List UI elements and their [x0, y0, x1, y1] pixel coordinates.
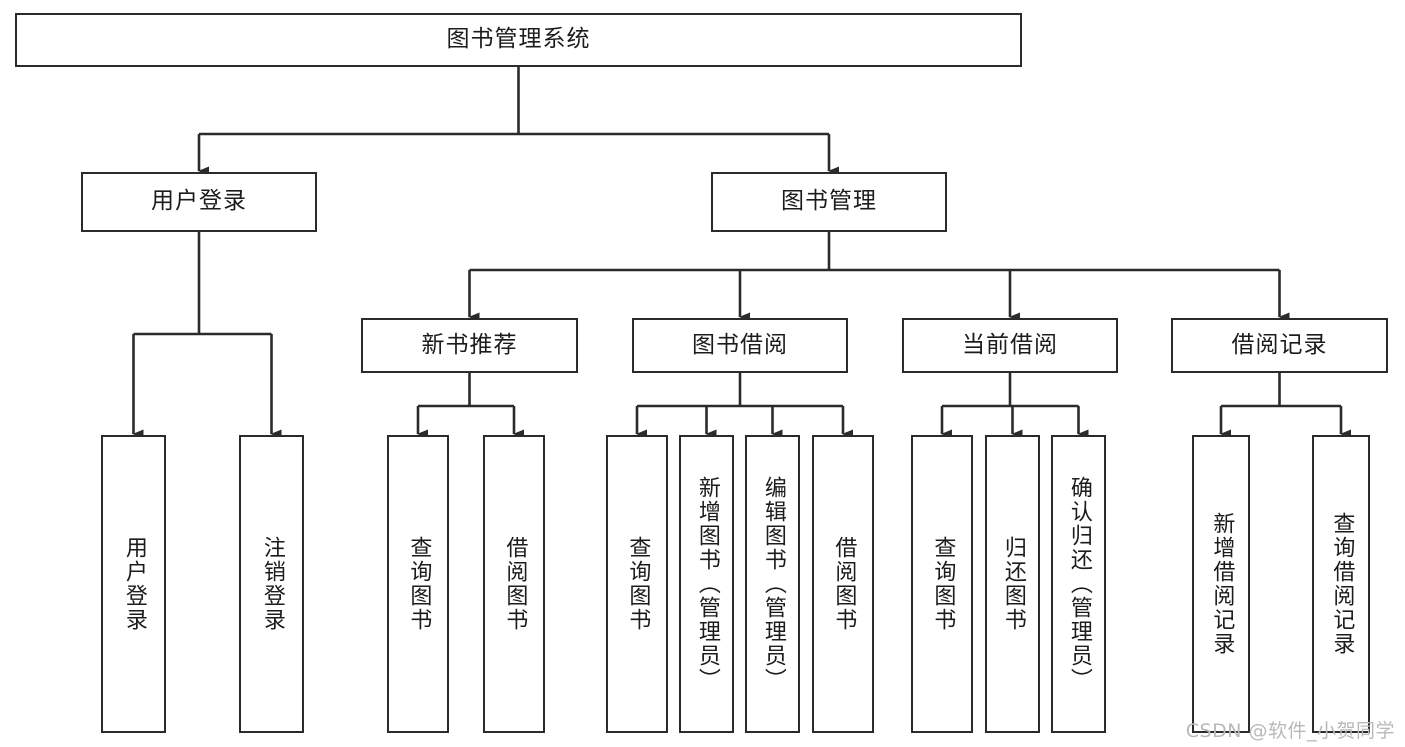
- node-borrow-record[interactable]: 借阅记录: [1171, 318, 1388, 373]
- node-label: 图书管理: [781, 188, 877, 215]
- node-label: 图书管理系统: [446, 26, 591, 53]
- watermark-text: CSDN @软件_小贺同学: [1185, 720, 1395, 742]
- node-leaf-query-book-1[interactable]: 查询图书: [387, 435, 449, 733]
- node-label: 新书推荐: [421, 331, 518, 358]
- node-leaf-add-book[interactable]: 新增图书（管理员）: [679, 435, 734, 733]
- node-book-borrow[interactable]: 图书借阅: [632, 318, 848, 373]
- node-label: 用户登录: [151, 188, 247, 215]
- node-label: 确认归还（管理员）: [1066, 476, 1092, 692]
- node-leaf-add-record[interactable]: 新增借阅记录: [1192, 435, 1250, 733]
- node-root[interactable]: 图书管理系统: [15, 13, 1022, 67]
- node-label: 查询图书: [406, 536, 432, 632]
- node-leaf-query-record[interactable]: 查询借阅记录: [1312, 435, 1370, 733]
- node-label: 查询图书: [625, 536, 651, 632]
- node-label: 借阅图书: [502, 536, 528, 632]
- node-label: 图书借阅: [692, 331, 788, 358]
- node-leaf-query-book-3[interactable]: 查询图书: [911, 435, 973, 733]
- node-leaf-user-login[interactable]: 用户登录: [101, 435, 166, 733]
- node-leaf-borrow-book-2[interactable]: 借阅图书: [812, 435, 874, 733]
- node-label: 注销登录: [259, 536, 285, 632]
- node-new-book-rec[interactable]: 新书推荐: [361, 318, 578, 373]
- node-label: 用户登录: [121, 536, 147, 632]
- node-leaf-confirm-return[interactable]: 确认归还（管理员）: [1051, 435, 1106, 733]
- node-leaf-query-book-2[interactable]: 查询图书: [606, 435, 668, 733]
- node-label: 新增借阅记录: [1209, 512, 1235, 656]
- node-label: 编辑图书（管理员）: [760, 476, 786, 692]
- node-leaf-return-book[interactable]: 归还图书: [985, 435, 1040, 733]
- node-label: 当前借阅: [962, 331, 1058, 358]
- node-label: 查询借阅记录: [1329, 512, 1355, 656]
- node-leaf-user-logout[interactable]: 注销登录: [239, 435, 304, 733]
- node-leaf-borrow-book-1[interactable]: 借阅图书: [483, 435, 545, 733]
- node-book-manage[interactable]: 图书管理: [711, 172, 947, 232]
- node-label: 归还图书: [1000, 536, 1026, 632]
- node-label: 查询图书: [930, 536, 956, 632]
- node-label: 借阅图书: [831, 536, 857, 632]
- node-user-login[interactable]: 用户登录: [81, 172, 317, 232]
- node-leaf-edit-book[interactable]: 编辑图书（管理员）: [745, 435, 800, 733]
- node-label: 新增图书（管理员）: [694, 476, 720, 692]
- node-label: 借阅记录: [1231, 331, 1328, 358]
- node-current-borrow[interactable]: 当前借阅: [902, 318, 1118, 373]
